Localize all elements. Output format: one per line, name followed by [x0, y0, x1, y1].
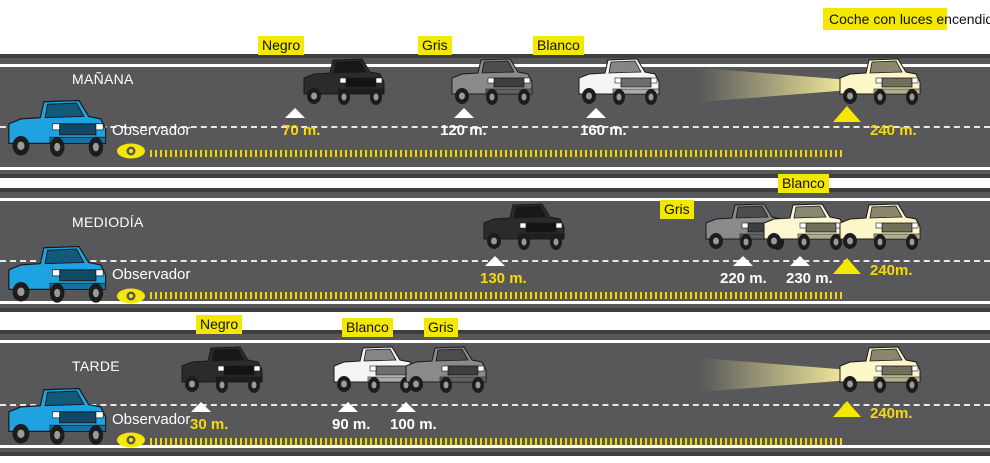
distance-grey-car: 220 m.: [720, 270, 767, 287]
distance-grey-car: 120 m.: [440, 122, 487, 139]
period-label-morning: MAÑANA: [72, 71, 134, 87]
line-of-sight: [150, 438, 842, 445]
eye-icon: [117, 288, 145, 304]
distance-marker: [396, 402, 416, 412]
target-marker: [833, 258, 861, 274]
truck-white: [578, 58, 660, 105]
eye-icon: [117, 143, 145, 159]
distance-black-car: 130 m.: [480, 270, 527, 287]
distance-grey-car: 100 m.: [390, 416, 437, 433]
distance-marker: [733, 256, 753, 266]
headlight-beam: [700, 358, 850, 392]
truck-white: [333, 346, 415, 393]
distance-white-car: 160 m.: [580, 122, 627, 139]
distance-headlights-car: 240m.: [870, 262, 913, 279]
target-marker: [833, 401, 861, 417]
target-marker: [833, 106, 861, 122]
truck-black: [303, 58, 385, 105]
distance-white-car: 90 m.: [332, 416, 371, 433]
observer-truck: [8, 99, 107, 157]
headlights-car-tag: Coche con luces encendidas: [823, 8, 990, 30]
observer-label-midday: Observador: [112, 266, 191, 283]
truck-white: [763, 203, 845, 250]
truck-headlights-on: [839, 58, 921, 105]
distance-black-car: 30 m.: [190, 416, 229, 433]
truck-grey: [405, 346, 487, 393]
distance-marker: [338, 402, 358, 412]
truck-grey: [451, 58, 533, 105]
truck-headlights-on: [839, 346, 921, 393]
distance-marker: [586, 108, 606, 118]
tag-black-car: Negro: [258, 36, 305, 55]
observer-label-morning: Observador: [112, 122, 191, 139]
distance-headlights-car: 240 m.: [870, 122, 917, 139]
tag-grey-car: Gris: [424, 318, 458, 337]
tag-grey-car: Gris: [418, 36, 452, 55]
headlight-beam: [700, 68, 850, 102]
observer-label-afternoon: Observador: [112, 411, 191, 428]
line-of-sight: [150, 292, 842, 299]
tag-white-car: Blanco: [778, 174, 829, 193]
tag-grey-car: Gris: [660, 200, 694, 219]
eye-icon: [117, 432, 145, 448]
line-of-sight: [150, 150, 842, 157]
distance-marker: [485, 256, 505, 266]
road-afternoon: [0, 330, 990, 456]
distance-headlights-car: 240m.: [870, 405, 913, 422]
distance-white-car: 230 m.: [786, 270, 833, 287]
distance-marker: [790, 256, 810, 266]
observer-truck: [8, 387, 107, 445]
tag-white-car: Blanco: [533, 36, 584, 55]
tag-black-car: Negro: [196, 315, 243, 334]
truck-black: [181, 346, 263, 393]
truck-headlights-on: [839, 203, 921, 250]
period-label-midday: MEDIODÍA: [72, 214, 144, 230]
road-midday: [0, 188, 990, 312]
observer-truck: [8, 245, 107, 303]
truck-black: [483, 203, 565, 250]
distance-marker: [454, 108, 474, 118]
tag-white-car: Blanco: [342, 318, 393, 337]
distance-marker: [191, 402, 211, 412]
period-label-afternoon: TARDE: [72, 358, 120, 374]
distance-black-car: 70 m.: [282, 122, 321, 139]
distance-marker: [285, 108, 305, 118]
